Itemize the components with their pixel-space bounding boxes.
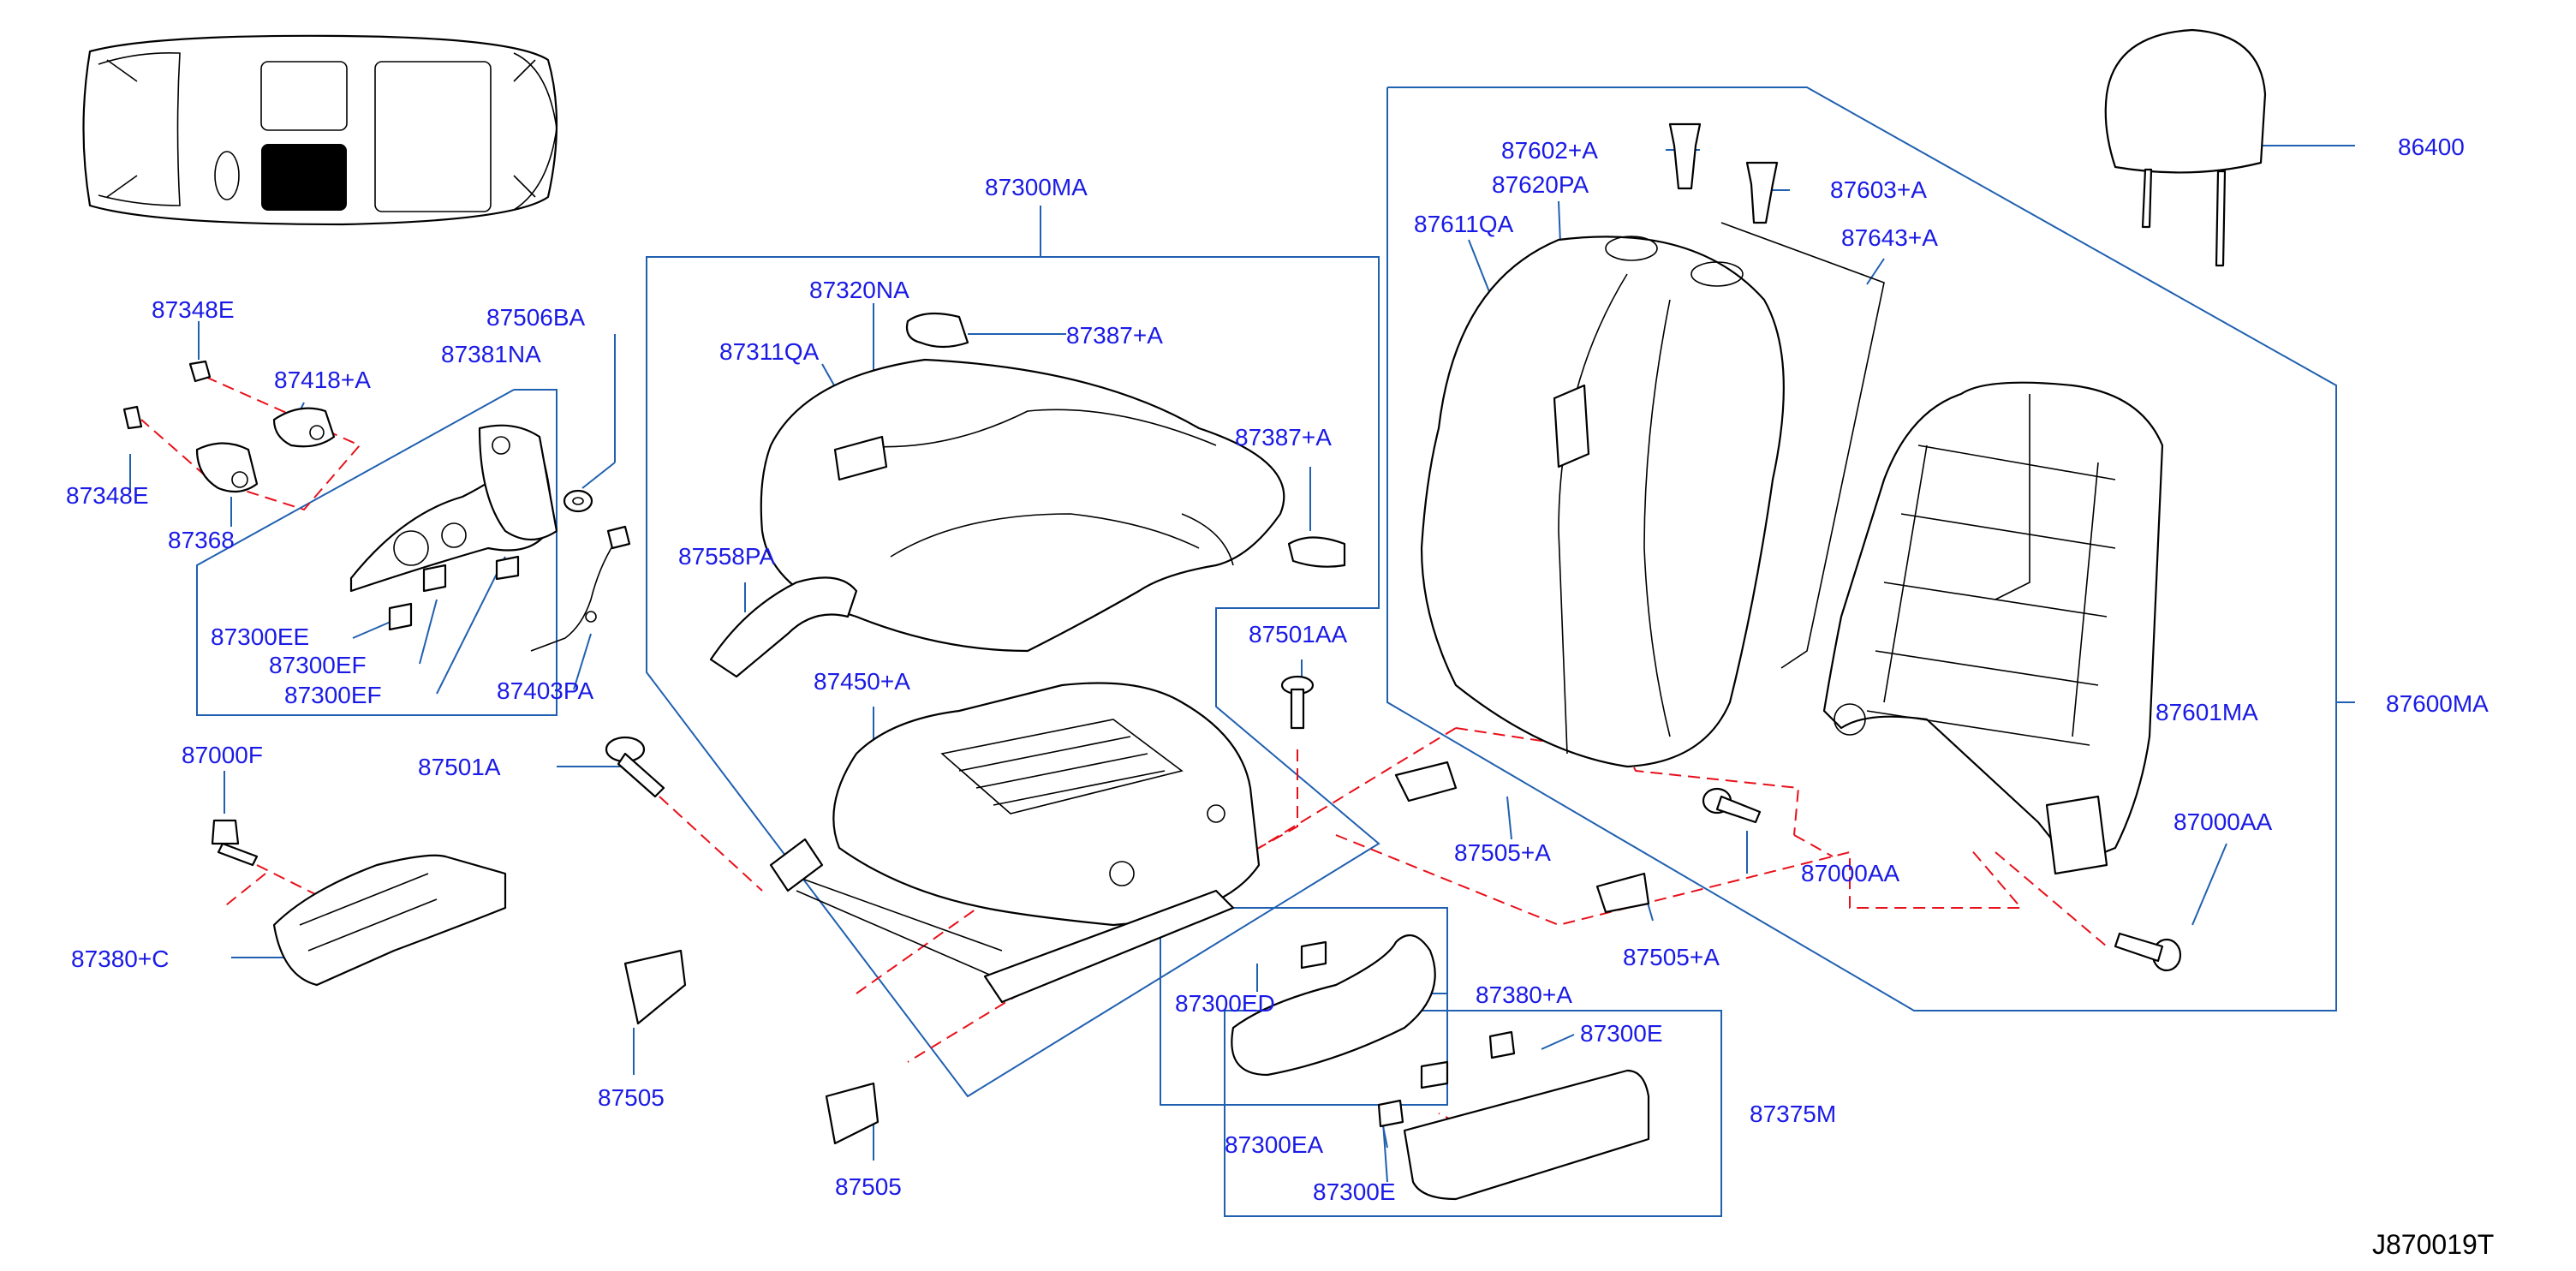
clip-87387A-upper: [905, 312, 969, 349]
cover-87375M: [1403, 1069, 1650, 1201]
label-87418A[interactable]: 87418+A: [274, 367, 371, 393]
group-box-87375M: [1224, 1010, 1722, 1217]
recliner-cover-87381NA: [349, 424, 558, 593]
label-87387A-upper[interactable]: 87387+A: [1066, 322, 1163, 349]
label-87300EF-2[interactable]: 87300EF: [284, 682, 382, 708]
clip-87300EA: [1420, 1060, 1449, 1089]
label-87505-lower[interactable]: 87505: [835, 1173, 902, 1200]
label-87603A[interactable]: 87603+A: [1830, 176, 1927, 203]
clip-87387A-lower: [1287, 536, 1346, 568]
clip-87300EF: [422, 555, 520, 593]
label-87403PA[interactable]: 87403PA: [497, 677, 594, 704]
label-87300MA[interactable]: 87300MA: [985, 174, 1088, 200]
shim-87505-upper: [623, 949, 687, 1025]
group-box-87600MA: [1386, 87, 2337, 1011]
label-87000AA-right[interactable]: 87000AA: [2174, 809, 2273, 835]
label-87300EF-1[interactable]: 87300EF: [269, 652, 367, 678]
label-87368[interactable]: 87368: [168, 527, 235, 553]
label-87558PA[interactable]: 87558PA: [678, 543, 776, 570]
seat-frame-87450A: [769, 682, 1261, 1004]
label-87300EE[interactable]: 87300EE: [211, 624, 310, 650]
label-87620PA[interactable]: 87620PA: [1492, 171, 1589, 198]
label-87505A-upper[interactable]: 87505+A: [1454, 839, 1551, 866]
clip-87300E-lower: [1377, 1099, 1404, 1128]
label-87311QA[interactable]: 87311QA: [719, 338, 820, 365]
label-87381NA[interactable]: 87381NA: [441, 341, 541, 367]
label-87000F[interactable]: 87000F: [182, 742, 263, 768]
label-87000AA-left[interactable]: 87000AA: [1801, 860, 1900, 886]
label-87300E-upper[interactable]: 87300E: [1580, 1020, 1663, 1047]
knob-87418A: [272, 407, 336, 448]
label-87380C[interactable]: 87380+C: [71, 946, 170, 972]
label-87300EA[interactable]: 87300EA: [1225, 1131, 1324, 1158]
label-86400[interactable]: 86400: [2398, 134, 2465, 160]
label-87506BA[interactable]: 87506BA: [486, 304, 586, 331]
bolt-87501A: [605, 736, 665, 798]
shim-87505A-lower: [1595, 872, 1650, 914]
vehicle-locator-icon: [82, 34, 558, 226]
shim-87505A-upper: [1394, 761, 1458, 803]
seatback-frame-87601MA: [1822, 381, 2164, 875]
clip-87300EE: [388, 602, 413, 631]
label-87501A[interactable]: 87501A: [418, 754, 501, 780]
label-87505A-lower[interactable]: 87505+A: [1623, 944, 1720, 970]
lever-87368: [195, 442, 259, 493]
group-box-87380A: [1160, 907, 1448, 1106]
label-87505-upper[interactable]: 87505: [598, 1084, 665, 1111]
clip-87300ED: [1300, 940, 1327, 970]
clip-87348E-lower: [122, 405, 143, 430]
seat-cushion-87300MA: [760, 358, 1285, 653]
label-87611QA[interactable]: 87611QA: [1414, 211, 1514, 237]
label-87643A[interactable]: 87643+A: [1841, 224, 1938, 251]
guide-87603A: [1745, 161, 1779, 224]
label-87300E-lower[interactable]: 87300E: [1313, 1179, 1396, 1205]
label-87387A-lower[interactable]: 87387+A: [1235, 424, 1332, 451]
grommet-87506BA: [563, 489, 593, 513]
label-87320NA[interactable]: 87320NA: [809, 277, 909, 303]
finisher-87380A: [1231, 934, 1436, 1077]
diagram-code: J870019T: [2372, 1229, 2495, 1260]
bolt-87000AA-left: [1702, 787, 1762, 824]
seatback-pad-87611QA: [1420, 236, 1785, 768]
bracket-87558PA: [709, 576, 858, 678]
label-87348E-lower[interactable]: 87348E: [66, 482, 149, 509]
finisher-87380C: [272, 854, 507, 987]
label-87602A[interactable]: 87602+A: [1501, 137, 1598, 164]
clip-87300E-upper: [1488, 1030, 1516, 1059]
label-87450A[interactable]: 87450+A: [814, 668, 910, 695]
label-87601MA[interactable]: 87601MA: [2156, 699, 2258, 725]
headrest-86400: [2104, 28, 2267, 267]
bolt-87000AA-right: [2114, 932, 2182, 972]
shim-87505-lower: [825, 1082, 880, 1145]
guide-87602A: [1668, 122, 1702, 190]
group-box-87381NA: [196, 389, 558, 716]
label-87600MA[interactable]: 87600MA: [2386, 690, 2489, 717]
label-87300ED[interactable]: 87300ED: [1175, 990, 1275, 1017]
label-87501AA[interactable]: 87501AA: [1249, 621, 1348, 647]
label-87348E-upper[interactable]: 87348E: [152, 296, 235, 323]
clip-87348E-upper: [188, 360, 212, 383]
label-87380A[interactable]: 87380+A: [1476, 982, 1572, 1008]
bolt-87000F: [211, 819, 259, 867]
cable-87403PA: [530, 525, 631, 652]
bolt-87501AA: [1280, 675, 1315, 730]
pad-sheet-87643A: [1720, 222, 1885, 669]
label-87375M[interactable]: 87375M: [1750, 1101, 1837, 1127]
